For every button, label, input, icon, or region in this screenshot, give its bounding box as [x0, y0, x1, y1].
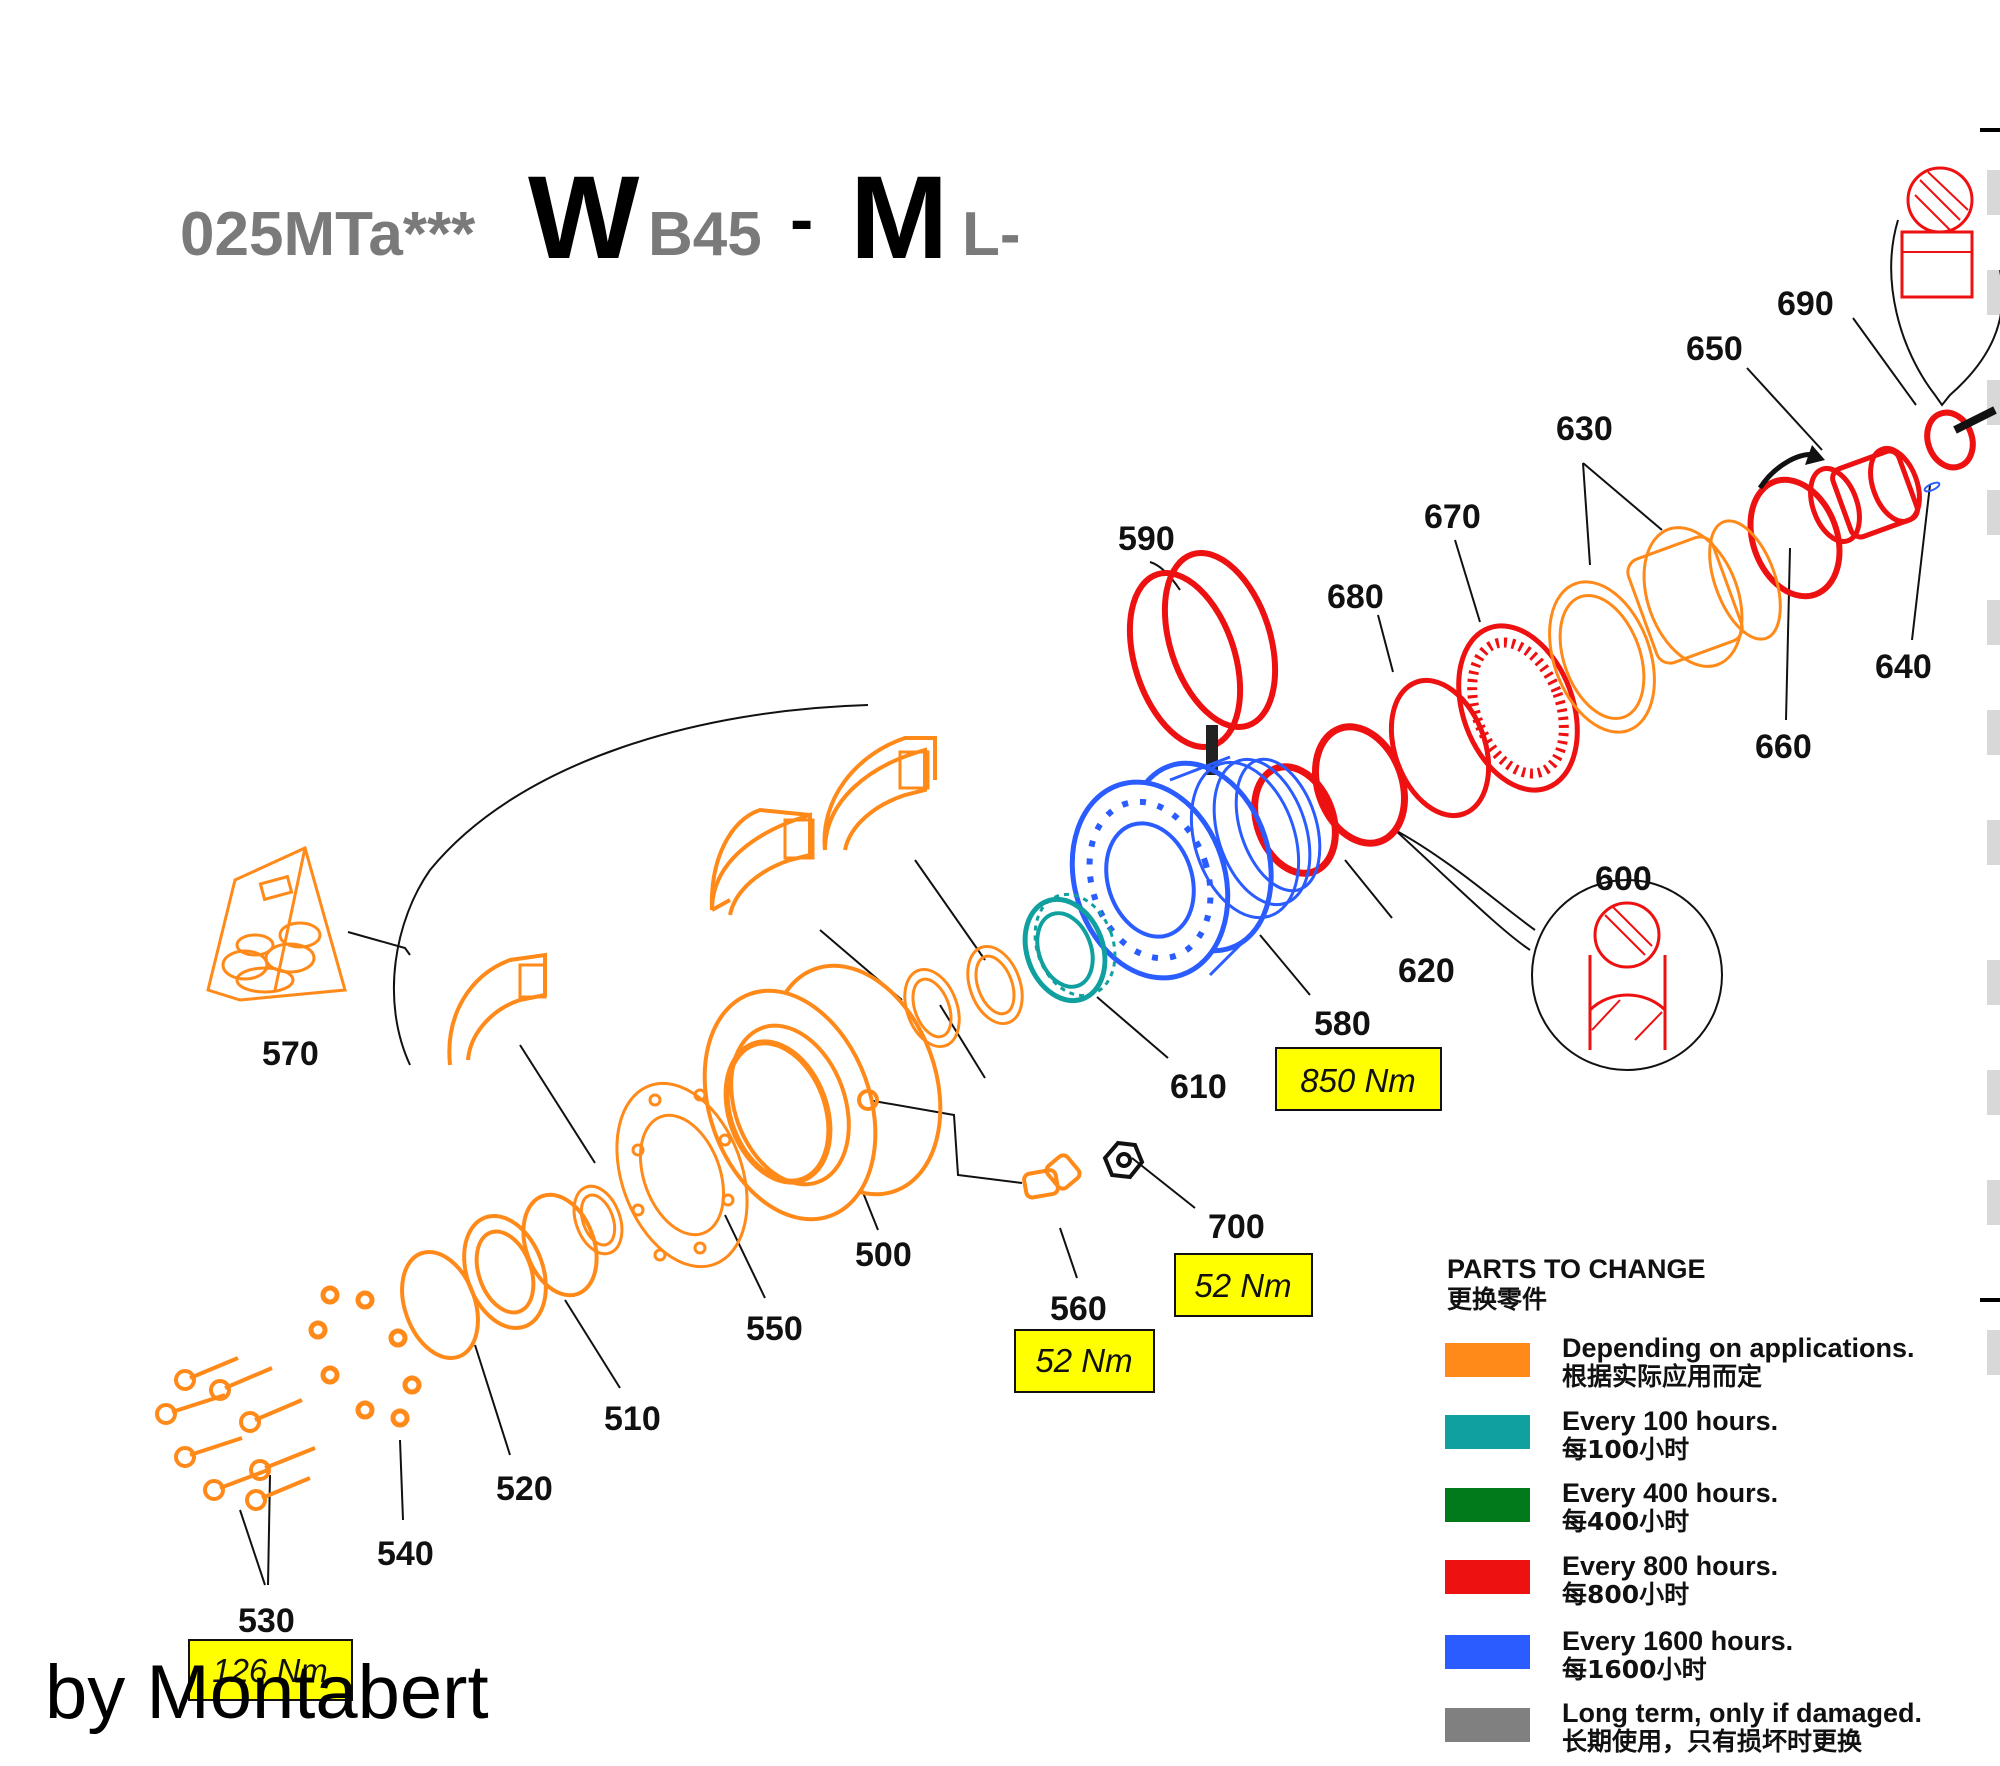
part-500-head	[702, 963, 943, 1222]
legend-swatch-2	[1445, 1488, 1530, 1522]
label-700: 700	[1208, 1208, 1265, 1246]
label-560: 560	[1050, 1290, 1107, 1328]
legend-swatch-0	[1445, 1343, 1530, 1377]
model-code-title: 025MTa*** W B45 - M L-	[180, 152, 1021, 284]
legend-swatch-3	[1445, 1560, 1530, 1594]
label-680: 680	[1327, 578, 1384, 616]
torque-box-560	[1014, 1329, 1155, 1393]
title-letter-w: W	[528, 152, 640, 284]
part-590-ring-b	[1161, 550, 1279, 730]
label-510: 510	[604, 1400, 661, 1438]
torque-box-580	[1275, 1047, 1442, 1111]
label-590: 590	[1118, 520, 1175, 558]
label-670: 670	[1424, 498, 1481, 536]
torque-530: 126 Nm	[212, 1652, 328, 1689]
part-520-ring	[400, 1249, 480, 1361]
legend-item-5-en: Long term, only if damaged.	[1562, 1698, 1922, 1728]
label-530: 530	[238, 1602, 295, 1640]
half-shell-top-right	[822, 736, 937, 851]
part-510-bushing	[462, 1192, 599, 1331]
part-570-seal-kit	[206, 845, 347, 1002]
watermark-text: by Montabert	[45, 1650, 489, 1735]
legend-item-3-cn: 每800小时	[1562, 1580, 1689, 1609]
torque-580: 850 Nm	[1300, 1062, 1416, 1099]
part-560-fitting	[1022, 1153, 1082, 1200]
legend-item-0-en: Depending on applications.	[1562, 1333, 1915, 1363]
torque-labels: 850 Nm 52 Nm 52 Nm 126 Nm	[188, 1047, 1442, 1701]
legend-item-0-cn: 根据实际应用而定	[1562, 1362, 1762, 1391]
legend-item-2-en: Every 400 hours.	[1562, 1478, 1778, 1508]
part-620-ring	[1251, 763, 1339, 877]
page-edge-marks	[1980, 128, 2000, 1375]
part-690-ring	[1924, 409, 1976, 471]
label-570: 570	[262, 1035, 319, 1073]
legend-swatch-4	[1445, 1635, 1530, 1669]
torque-box-530	[188, 1639, 353, 1701]
label-580: 580	[1314, 1005, 1371, 1043]
legend-item-3-en: Every 800 hours.	[1562, 1551, 1778, 1581]
part-630-sleeve	[1548, 519, 1782, 734]
legend-item-1-cn: 每100小时	[1562, 1435, 1689, 1464]
legend-item-4-en: Every 1600 hours.	[1562, 1626, 1793, 1656]
half-shell-upper	[709, 807, 815, 916]
title-letter-m: M	[850, 152, 948, 284]
orange-parts	[155, 519, 1782, 1511]
label-550: 550	[746, 1310, 803, 1348]
part-650-cage	[1808, 446, 1922, 544]
label-690: 690	[1777, 285, 1834, 323]
legend-item-4-cn: 每1600小时	[1562, 1655, 1707, 1684]
part-610-nut	[1022, 892, 1117, 1004]
label-650: 650	[1686, 330, 1743, 368]
parts-legend: PARTS TO CHANGE 更换零件 Depending on applic…	[1445, 1254, 1922, 1756]
detail-bubble-690	[1890, 166, 2000, 407]
legend-item-5-cn: 长期使用，只有损坏时更换	[1562, 1727, 1863, 1756]
part-550-gasket	[615, 1081, 749, 1269]
legend-item-2-cn: 每400小时	[1562, 1507, 1689, 1536]
torque-box-700	[1174, 1253, 1313, 1317]
part-530-bolts	[155, 1356, 316, 1511]
torque-700: 52 Nm	[1194, 1267, 1291, 1304]
legend-swatch-1	[1445, 1415, 1530, 1449]
label-610: 610	[1170, 1068, 1227, 1106]
half-shell-lower	[447, 952, 547, 1066]
label-640: 640	[1875, 648, 1932, 686]
title-dash: -	[790, 180, 813, 258]
part-640-pin	[1923, 481, 1941, 493]
part-700-nut	[1102, 1140, 1145, 1180]
label-600: 600	[1595, 860, 1652, 898]
part-660-ring	[1747, 476, 1843, 600]
legend-swatch-5	[1445, 1708, 1530, 1742]
torque-560: 52 Nm	[1035, 1342, 1132, 1379]
label-520: 520	[496, 1470, 553, 1508]
part-670-cage	[1456, 623, 1580, 793]
label-540: 540	[377, 1535, 434, 1573]
part-540-washers	[308, 1285, 422, 1428]
label-500: 500	[855, 1236, 912, 1274]
red-parts	[1126, 409, 1976, 877]
legend-heading-cn: 更换零件	[1447, 1285, 1547, 1314]
legend-swatches	[1445, 1343, 1530, 1742]
part-number-labels: 690 650 630 670 590 680 640 660 600 620 …	[238, 285, 1932, 1640]
part-590-ring-a	[1126, 570, 1244, 750]
title-code-b45: B45	[648, 200, 762, 269]
title-code-l: L-	[962, 200, 1021, 269]
legend-heading: PARTS TO CHANGE	[1447, 1254, 1706, 1284]
label-630: 630	[1556, 410, 1613, 448]
leader-lines	[239, 317, 1931, 1586]
part-680-ring	[1388, 677, 1492, 819]
label-620: 620	[1398, 952, 1455, 990]
title-prefix: 025MTa***	[180, 200, 476, 269]
detail-bubble-600	[1531, 879, 1723, 1071]
legend-item-1-en: Every 100 hours.	[1562, 1406, 1778, 1436]
label-660: 660	[1755, 728, 1812, 766]
